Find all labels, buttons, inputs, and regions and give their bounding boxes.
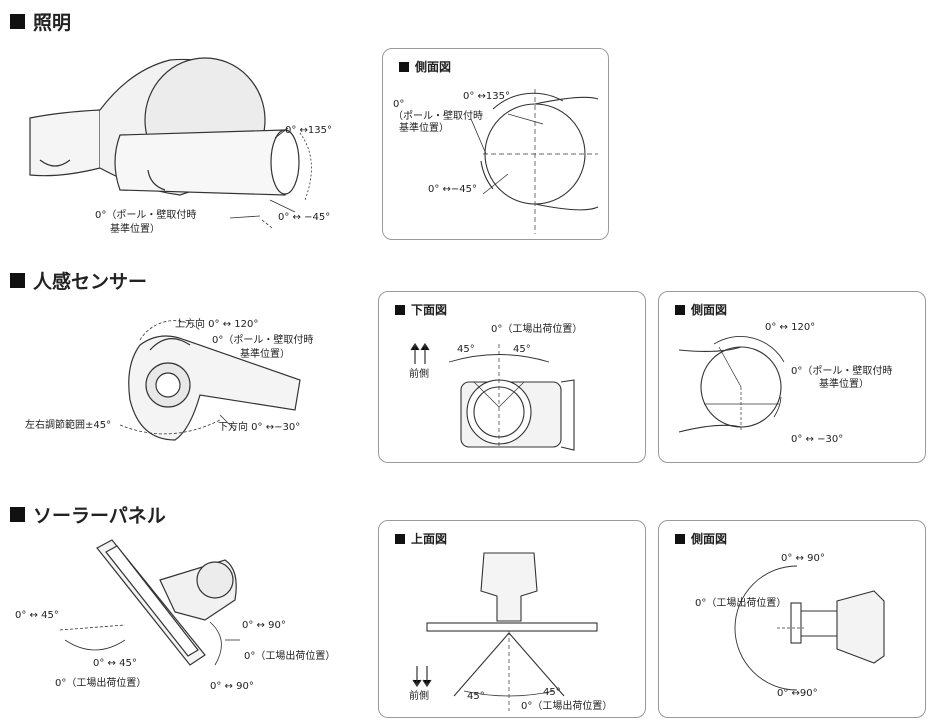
section-title-solar: ソーラーパネル	[10, 501, 166, 528]
solar-mid45-label: 0° ↔ 45°	[93, 658, 137, 669]
panel-title-text: 側面図	[691, 303, 728, 317]
side-ref-label-2: 基準位置）	[819, 379, 869, 390]
sensor-ref-label-2: 基準位置）	[240, 349, 290, 360]
bottom-right-label: 45°	[513, 344, 531, 355]
sensor-side-diagram	[678, 336, 785, 433]
panel-title-text: 側面図	[691, 532, 728, 546]
panel-title-text: 上面図	[411, 532, 448, 546]
sensor-bottom-diagram	[410, 342, 575, 451]
sensor-lr-label: 左右調節範囲±45°	[25, 420, 112, 431]
top-front-label: 前側	[409, 691, 429, 702]
section-title-lighting: 照明	[10, 8, 71, 35]
bottom-factory-label: 0°（工場出荷位置）	[491, 324, 583, 335]
side-up-label: 0° ↔ 120°	[765, 322, 816, 333]
lighting-side-view-panel: 側面図 0° （ポール・壁取付時 基準位置） 0° ↔135° 0° ↔−45°	[382, 48, 609, 240]
side-down-label: 0° ↔ −30°	[791, 434, 844, 445]
solar-factory2-label: 0°（工場出荷位置）	[244, 651, 336, 662]
sensor-side-view-panel: 側面図 0° ↔ 120° 0°（ポール・壁取付時 基準位置） 0° ↔ −30…	[658, 291, 926, 463]
side-ref-label-2: 基準位置）	[399, 123, 449, 134]
panel-title: 下面図	[395, 301, 447, 318]
solar-top-diagram	[412, 552, 598, 711]
square-bullet-icon	[10, 14, 25, 29]
side-down-label: 0° ↔90°	[777, 688, 818, 699]
lighting-angle-down-label: 0° ↔ −45°	[278, 212, 331, 223]
bottom-left-label: 45°	[457, 344, 475, 355]
panel-title: 側面図	[675, 301, 727, 318]
panel-title-text: 下面図	[411, 303, 448, 317]
lighting-reference-label-2: 基準位置）	[110, 224, 160, 235]
square-bullet-icon	[10, 507, 25, 522]
solar-side-view-panel: 側面図 0° ↔ 90° 0°（工場出荷位置） 0° ↔90°	[658, 520, 926, 718]
panel-title: 側面図	[399, 58, 451, 75]
solar-factory-label: 0°（工場出荷位置）	[55, 678, 147, 689]
section-title-text: 人感センサー	[33, 271, 148, 293]
solar-top-view-panel: 上面図 45° 45° 0°（工場出荷位置） 前側	[378, 520, 646, 718]
square-bullet-icon	[399, 61, 409, 72]
panel-title-text: 側面図	[415, 60, 452, 74]
sensor-down-label: 下方向 0° ↔−30°	[218, 422, 301, 433]
solar-r90b-label: 0° ↔ 90°	[210, 681, 254, 692]
side-zero-label: 0°	[393, 99, 405, 110]
panel-title: 側面図	[675, 530, 727, 547]
square-bullet-icon	[675, 304, 685, 315]
top-right-label: 45°	[543, 687, 561, 698]
sensor-ref-label-1: 0°（ポール・壁取付時	[212, 335, 314, 346]
lighting-side-diagram	[470, 89, 599, 234]
section-title-text: 照明	[33, 12, 72, 34]
section-title-text: ソーラーパネル	[33, 505, 166, 527]
square-bullet-icon	[395, 533, 405, 544]
side-ref-label-1: 0°（ポール・壁取付時	[791, 366, 893, 377]
side-up-label: 0° ↔ 90°	[781, 553, 825, 564]
square-bullet-icon	[10, 273, 25, 288]
side-up-label: 0° ↔135°	[463, 91, 511, 102]
sensor-bottom-view-panel: 下面図 0°（工場出荷位置） 45° 45° 前側	[378, 291, 646, 463]
square-bullet-icon	[395, 304, 405, 315]
side-ref-label-1: （ポール・壁取付時	[393, 111, 483, 122]
section-title-sensor: 人感センサー	[10, 267, 147, 294]
solar-left45-label: 0° ↔ 45°	[15, 610, 59, 621]
bottom-front-label: 前側	[409, 369, 429, 380]
top-factory-label: 0°（工場出荷位置）	[521, 701, 613, 712]
side-down-label: 0° ↔−45°	[428, 184, 478, 195]
top-left-label: 45°	[467, 691, 485, 702]
sensor-up-label: 上方向 0° ↔ 120°	[175, 319, 259, 330]
panel-title: 上面図	[395, 530, 447, 547]
lighting-angle-right-label: 0° ↔135°	[285, 125, 333, 136]
solar-side-diagram	[734, 565, 885, 691]
side-factory-label: 0°（工場出荷位置）	[695, 598, 787, 609]
square-bullet-icon	[675, 533, 685, 544]
lighting-reference-label: 0°（ポール・壁取付時	[95, 210, 197, 221]
solar-r90a-label: 0° ↔ 90°	[242, 620, 286, 631]
